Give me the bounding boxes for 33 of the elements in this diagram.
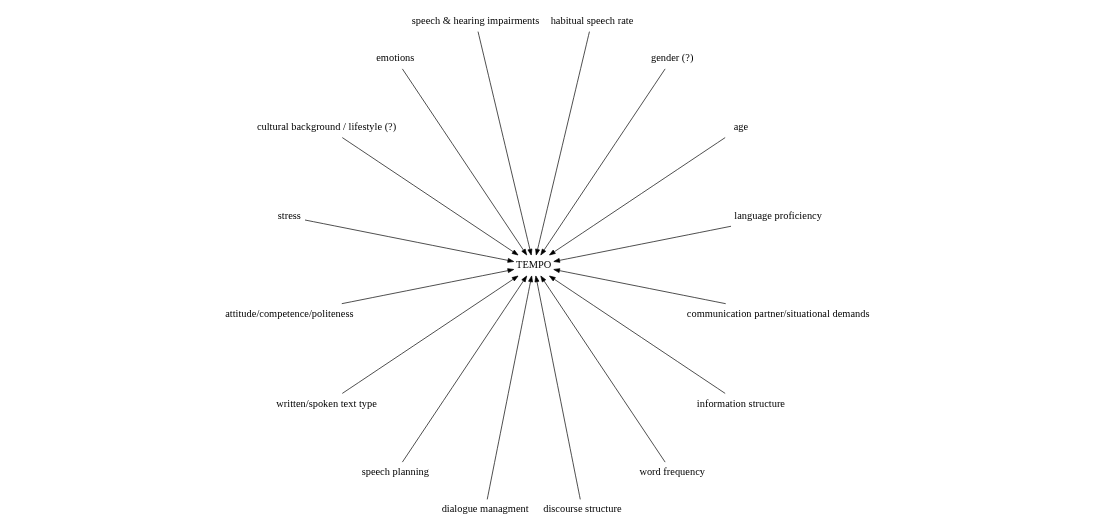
node-text: attitude/competence/politeness: [224, 307, 354, 319]
node-text: communication partner/situational demands: [686, 307, 869, 319]
node-text: habitual speech rate: [550, 14, 633, 26]
arrow: [304, 219, 514, 263]
arrow: [534, 275, 581, 500]
arrow: [477, 31, 532, 256]
node-text: speech & hearing impairments: [411, 14, 539, 26]
arrow: [539, 275, 665, 463]
node-text: language proficiency: [733, 210, 822, 222]
node-text: gender (?): [650, 51, 693, 63]
arrow: [341, 137, 518, 256]
arrow: [553, 225, 731, 263]
arrow: [401, 275, 527, 463]
node-text: dialogue managment: [441, 503, 529, 515]
node-text: discourse structure: [542, 503, 622, 515]
arrow: [486, 275, 533, 500]
arrow: [548, 137, 726, 256]
node-text: word frequency: [638, 466, 705, 478]
node-text: cultural background / lifestyle (?): [256, 120, 396, 132]
arrow: [534, 31, 590, 256]
node-text: speech planning: [361, 466, 429, 478]
arrow: [552, 268, 726, 305]
arrow: [341, 275, 518, 394]
node-text: emotions: [375, 51, 414, 63]
arrow: [401, 68, 527, 256]
node-text: age: [733, 120, 748, 132]
node-text: information structure: [696, 397, 785, 409]
arrow: [340, 268, 514, 305]
arrow: [548, 275, 726, 394]
arrow: [539, 68, 665, 256]
node-text: TEMPO: [515, 259, 551, 271]
node-text: written/spoken text type: [275, 397, 377, 409]
node-text: stress: [277, 210, 301, 222]
